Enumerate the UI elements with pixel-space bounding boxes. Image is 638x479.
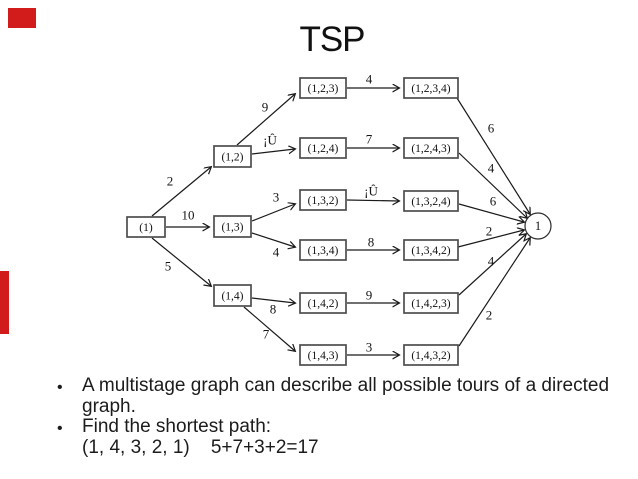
bullet-dot: • bbox=[57, 379, 63, 396]
graph-edge-n142-n1423: 9 bbox=[347, 288, 399, 304]
node-label: (1,2,3) bbox=[308, 83, 339, 95]
graph-edge-n1324-nret: 6 bbox=[458, 194, 524, 223]
node-label: (1,2) bbox=[221, 152, 243, 164]
graph-node-123: (1,2,3) bbox=[299, 77, 347, 99]
graph-node-1: 1 bbox=[524, 212, 552, 240]
node-label: (1,2,3,4) bbox=[411, 83, 450, 95]
red-corner-mark bbox=[8, 8, 36, 28]
graph-edge-n1-n13: 10 bbox=[166, 208, 209, 228]
node-label: 1 bbox=[535, 219, 541, 233]
graph-edge-n132-n1324: ¡Û bbox=[346, 184, 399, 202]
graph-node-1432: (1,4,3,2) bbox=[403, 344, 459, 366]
node-label: (1,3) bbox=[221, 222, 243, 234]
bullet-2-line-1: Find the shortest path: bbox=[82, 416, 272, 437]
graph-edge-n1432-nret: 2 bbox=[458, 238, 530, 347]
node-layer: (1) (1,2) (1,3) (1,4) (1,2,3) (1,2,4) (1,3,2) (… bbox=[126, 77, 552, 366]
graph-edge-n12-n123: 9 bbox=[236, 94, 295, 146]
edge-weight-label: 4 bbox=[366, 72, 373, 87]
bullet-dot: • bbox=[57, 420, 63, 437]
graph-edge-n1342-nret: 2 bbox=[457, 224, 524, 248]
edge-weight-label: 6 bbox=[490, 194, 497, 209]
edge-weight-label: ¡Û bbox=[263, 133, 277, 148]
bullet-1-line-2: graph. bbox=[82, 395, 136, 417]
node-label: (1,2,4) bbox=[308, 143, 339, 155]
graph-edge-n13-n132: 3 bbox=[251, 190, 295, 222]
edge-weight-label: 10 bbox=[182, 208, 195, 223]
red-left-bar bbox=[0, 271, 9, 334]
edge-weight-label: 6 bbox=[488, 121, 495, 136]
node-label: (1,2,4,3) bbox=[411, 143, 450, 155]
edge-weight-label: 4 bbox=[273, 245, 280, 260]
bullet-item-2: • Find the shortest path: (1, 4, 3, 2, 1… bbox=[57, 416, 623, 458]
graph-node-1342: (1,3,4,2) bbox=[403, 239, 459, 261]
graph-node-143: (1,4,3) bbox=[299, 344, 347, 366]
graph-node-142: (1,4,2) bbox=[299, 292, 347, 314]
graph-edge-n1234-nret: 6 bbox=[456, 97, 530, 214]
graph-edge-n13-n134: 4 bbox=[251, 232, 295, 260]
node-label: (1,4,3) bbox=[308, 350, 339, 362]
node-label: (1,4,2) bbox=[308, 298, 339, 310]
edge-weight-label: 9 bbox=[262, 100, 269, 115]
bullet-1-line-1: A multistage graph can describe all poss… bbox=[82, 375, 610, 396]
edge-weight-label: 4 bbox=[488, 254, 495, 269]
graph-edge-n123-n1234: 4 bbox=[347, 72, 399, 89]
edge-weight-label: 4 bbox=[488, 161, 495, 176]
graph-edge-n134-n1342: 8 bbox=[347, 235, 399, 251]
edge-weight-label: 8 bbox=[368, 235, 375, 250]
graph-node-1324: (1,3,2,4) bbox=[403, 190, 459, 212]
graph-edge-n143-n1432: 3 bbox=[347, 340, 399, 356]
graph-edge-n12-n124: ¡Û bbox=[251, 133, 295, 155]
graph-edge-n1-n14: 5 bbox=[151, 237, 211, 286]
node-label: (1,3,4,2) bbox=[411, 245, 450, 257]
node-label: (1,4,3,2) bbox=[411, 350, 450, 362]
node-label: (1,4,2,3) bbox=[411, 298, 450, 310]
graph-edge-n14-n142: 8 bbox=[251, 297, 295, 317]
edge-weight-label: 7 bbox=[366, 132, 373, 147]
graph-node-1: (1) bbox=[126, 216, 166, 238]
edge-weight-label: 7 bbox=[263, 327, 270, 342]
graph-node-1234: (1,2,3,4) bbox=[403, 77, 459, 99]
edge-weight-label: 3 bbox=[366, 340, 373, 355]
graph-edge-n1423-nret: 4 bbox=[458, 234, 526, 296]
node-label: (1,3,2,4) bbox=[411, 196, 450, 208]
slide-title: TSP bbox=[299, 20, 365, 59]
edge-weight-label: 2 bbox=[486, 224, 493, 239]
edge-weight-label: ¡Û bbox=[364, 184, 378, 199]
edge-weight-label: 2 bbox=[486, 308, 493, 323]
node-label: (1,4) bbox=[221, 291, 243, 303]
graph-edge-n1243-nret: 4 bbox=[458, 152, 527, 218]
graph-node-1243: (1,2,4,3) bbox=[403, 137, 459, 159]
node-label: (1,3,4) bbox=[308, 245, 339, 257]
bullet-2-line-2: (1, 4, 3, 2, 1) 5+7+3+2=17 bbox=[82, 436, 319, 458]
graph-node-14: (1,4) bbox=[213, 284, 252, 307]
edge-weight-label: 9 bbox=[366, 288, 373, 303]
graph-node-124: (1,2,4) bbox=[299, 137, 347, 159]
graph-node-1423: (1,4,2,3) bbox=[403, 292, 459, 314]
node-label: (1) bbox=[139, 222, 153, 234]
bullet-item-1: • A multistage graph can describe all po… bbox=[57, 375, 623, 417]
graph-node-12: (1,2) bbox=[213, 145, 252, 168]
graph-edge-n14-n143: 7 bbox=[243, 306, 295, 351]
edge-weight-label: 3 bbox=[273, 190, 280, 205]
edge-weight-label: 5 bbox=[165, 259, 172, 274]
graph-node-132: (1,3,2) bbox=[299, 189, 347, 211]
graph-node-13: (1,3) bbox=[213, 215, 252, 238]
graph-node-134: (1,3,4) bbox=[299, 239, 347, 261]
edge-weight-label: 2 bbox=[167, 174, 174, 189]
graph-edge-n124-n1243: 7 bbox=[347, 132, 399, 149]
notes-section: • A multistage graph can describe all po… bbox=[57, 375, 623, 458]
edge-weight-label: 8 bbox=[270, 302, 277, 317]
graph-edge-n1-n12: 2 bbox=[151, 167, 211, 217]
node-label: (1,3,2) bbox=[308, 195, 339, 207]
